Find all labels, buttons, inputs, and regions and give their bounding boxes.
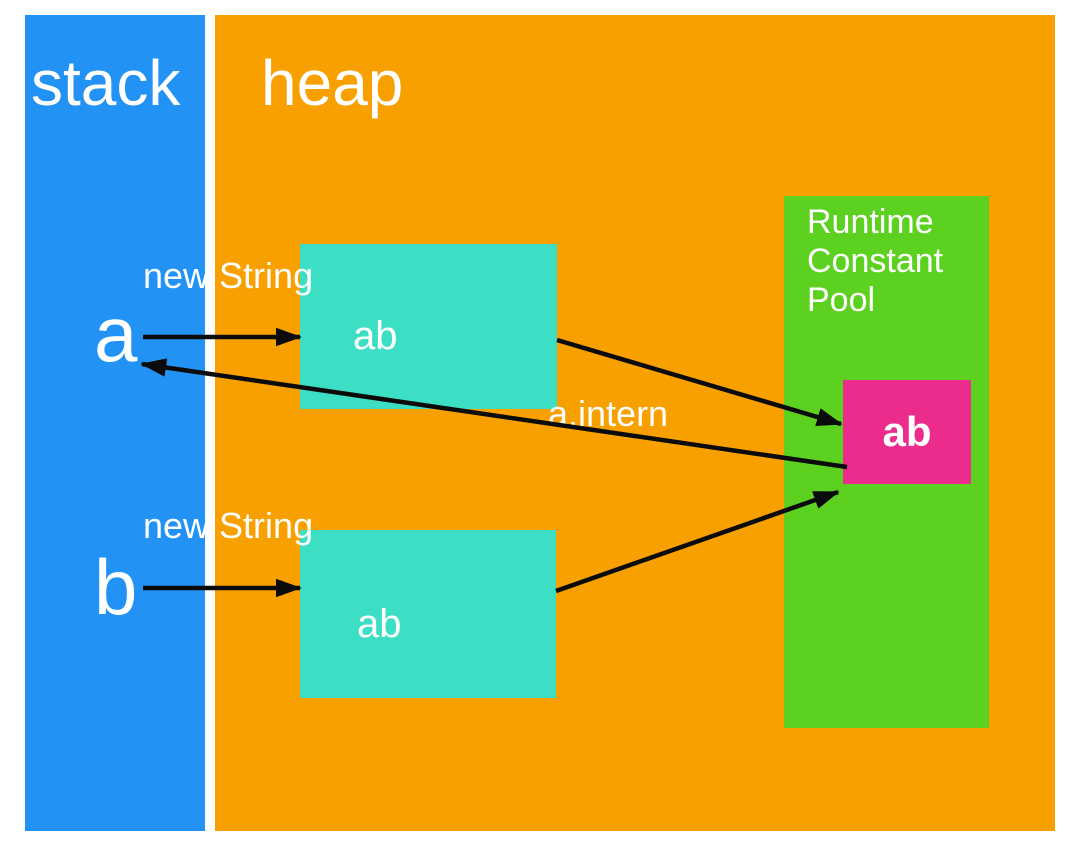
heap-string-object-a-value: ab [353,314,398,358]
heap-region-title: heap [261,47,404,119]
heap-string-object-b-value: ab [357,602,402,646]
stack-variable-b: b [94,543,138,631]
new-string-label-b: new String [143,505,314,546]
new-string-label-a: new String [143,255,314,296]
runtime-constant-pool: Runtime Constant Pool ab [784,196,989,728]
stack-region: stack [25,15,205,831]
runtime-constant-pool-title: Runtime Constant Pool [807,203,944,320]
stack-variable-a: a [94,290,138,378]
heap-string-object-b: ab [300,530,556,698]
constant-pool-entry: ab [843,380,971,484]
stack-region-title: stack [31,47,181,119]
heap-string-object-a: ab [300,244,557,409]
constant-pool-entry-value: ab [882,408,932,455]
intern-label: a.intern [548,393,669,434]
